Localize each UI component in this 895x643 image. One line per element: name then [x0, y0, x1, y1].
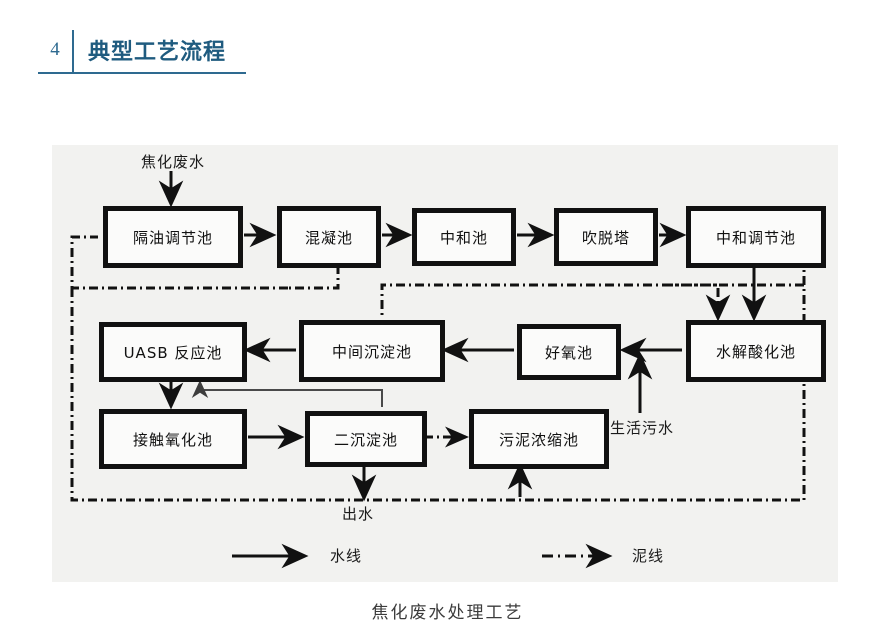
node-sludge-thickener[interactable]: 污泥浓缩池 [472, 412, 606, 466]
header-underline [38, 72, 246, 74]
section-header: 4 典型工艺流程 [38, 28, 238, 72]
node-contact-oxidation-tank[interactable]: 接触氧化池 [102, 412, 244, 466]
process-flow-diagram: 焦化废水 生活污水 出水 隔油调节池 混凝池 中和池 吹脱塔 中和调节池 UAS… [52, 145, 838, 582]
node-neutralization-tank[interactable]: 中和池 [415, 211, 513, 263]
label-effluent: 出水 [342, 505, 375, 523]
node-oil-separation-tank[interactable]: 隔油调节池 [106, 209, 240, 265]
legend-label-sludge-line: 泥线 [632, 547, 665, 565]
legend-label-water-line: 水线 [330, 547, 363, 565]
label-influent: 焦化废水 [141, 153, 206, 171]
header-divider [72, 30, 74, 72]
node-intermediate-settler[interactable]: 中间沉淀池 [302, 323, 442, 379]
figure-caption: 焦化废水处理工艺 [371, 603, 524, 623]
node-neutralization-regulator[interactable]: 中和调节池 [689, 209, 823, 265]
diagram-connectors [70, 171, 806, 569]
node-coagulation-tank[interactable]: 混凝池 [280, 209, 378, 265]
section-number: 4 [50, 39, 60, 60]
node-stripping-tower[interactable]: 吹脱塔 [557, 211, 655, 263]
node-hydrolysis-acidification[interactable]: 水解酸化池 [689, 323, 823, 379]
label-domestic-sewage: 生活污水 [610, 419, 675, 437]
node-secondary-settler[interactable]: 二沉淀池 [308, 414, 424, 464]
page-title: 典型工艺流程 [88, 40, 227, 65]
node-aerobic-tank[interactable]: 好氧池 [520, 327, 618, 377]
node-uasb-reactor[interactable]: UASB 反应池 [102, 325, 244, 379]
